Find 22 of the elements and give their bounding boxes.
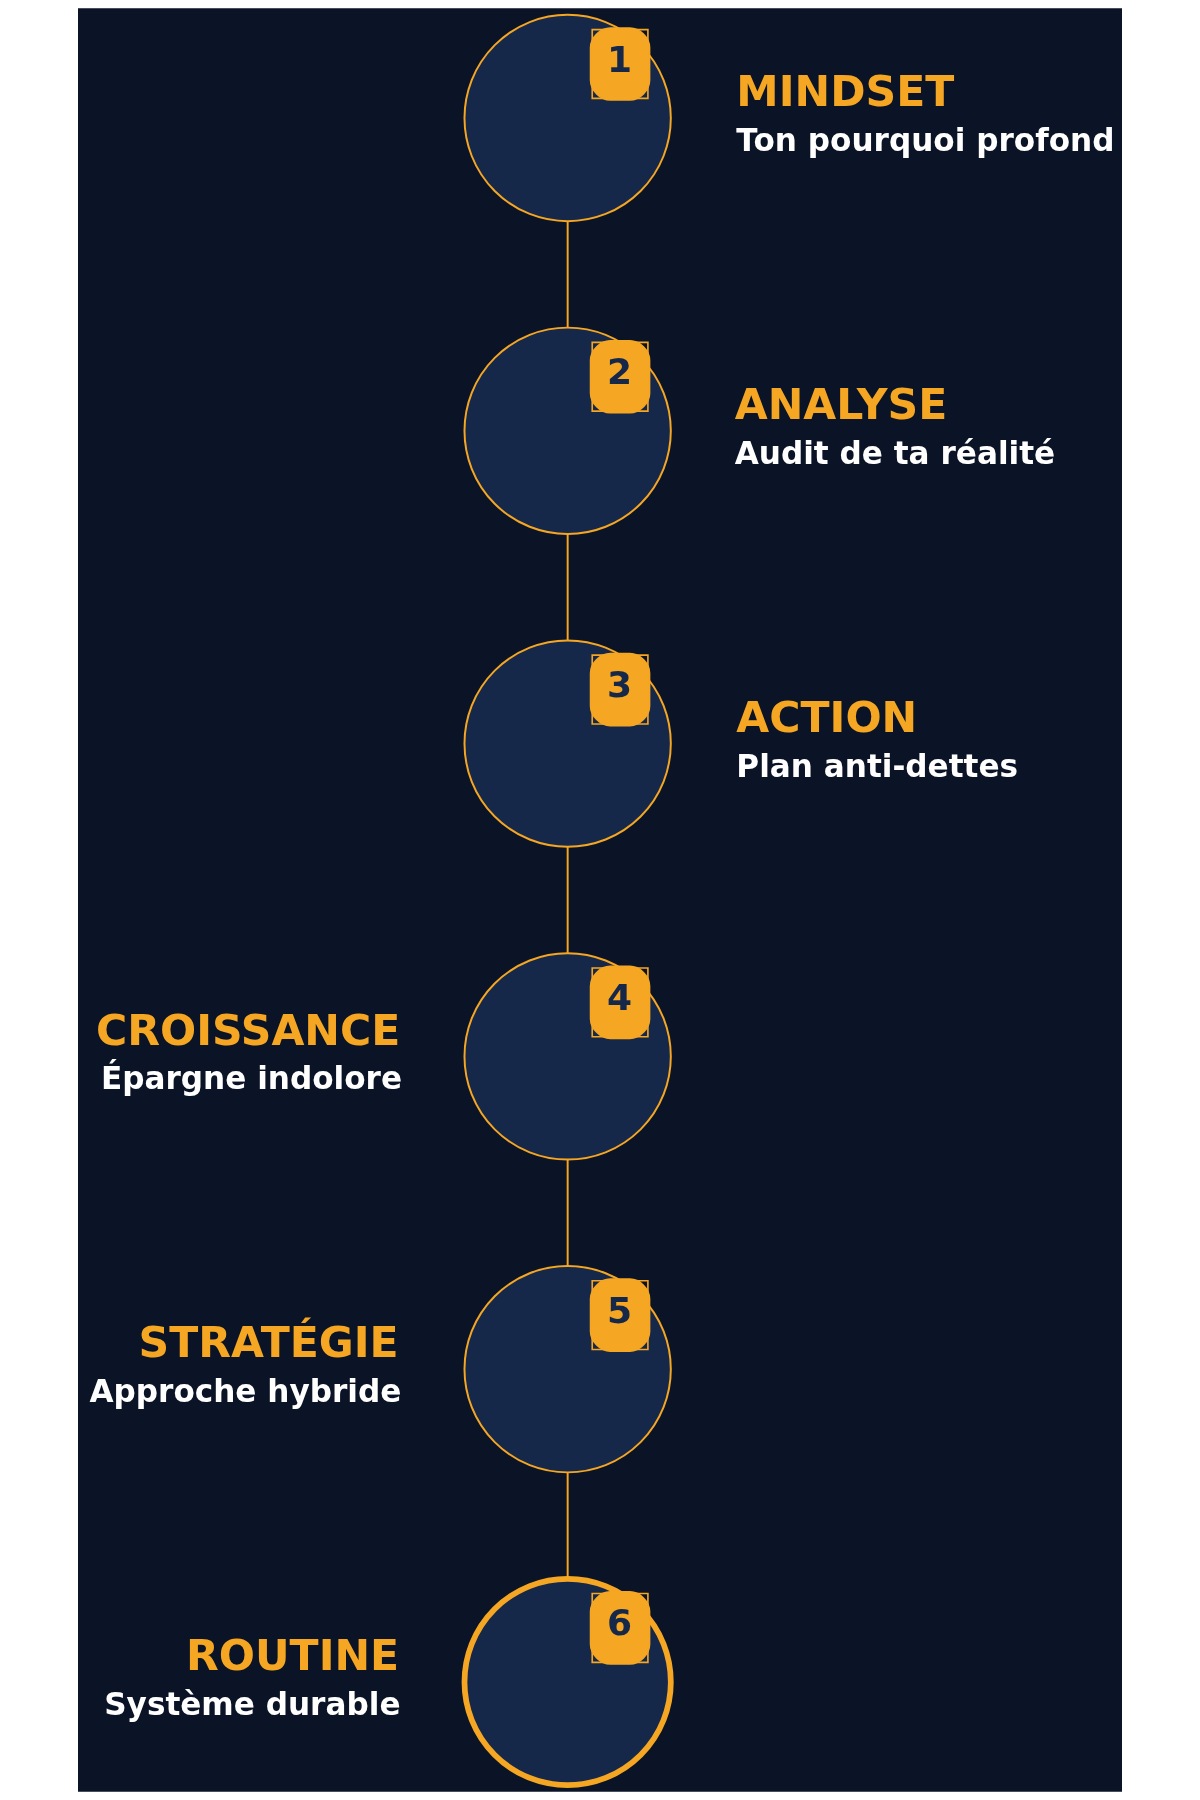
node-label: Plan anti-dettes	[736, 747, 1019, 784]
node-circle: 2	[463, 326, 672, 535]
node-circle: 3	[463, 639, 672, 848]
node-label: ACTION	[736, 691, 918, 742]
node-circle: 6	[461, 1575, 674, 1788]
node-label: STRATÉGIE	[138, 1317, 399, 1368]
node-label: Audit de ta réalité	[734, 434, 1056, 471]
node-label: Approche hybride	[89, 1373, 402, 1410]
node-circle: 1	[463, 13, 672, 223]
node-label: MINDSET	[736, 66, 955, 117]
connector	[566, 846, 569, 954]
node-label: Système durable	[104, 1686, 401, 1723]
connector	[566, 533, 569, 642]
connector	[566, 220, 569, 329]
node-label: Épargne indolore	[100, 1060, 403, 1097]
connector	[566, 1158, 569, 1267]
node-circle: 5	[463, 1265, 672, 1474]
node-label: ANALYSE	[734, 379, 948, 430]
node-circle: 4	[463, 952, 672, 1161]
node-label: Ton pourquoi profond	[736, 122, 1115, 159]
node-label: ROUTINE	[186, 1630, 400, 1681]
node-label: CROISSANCE	[96, 1004, 401, 1055]
